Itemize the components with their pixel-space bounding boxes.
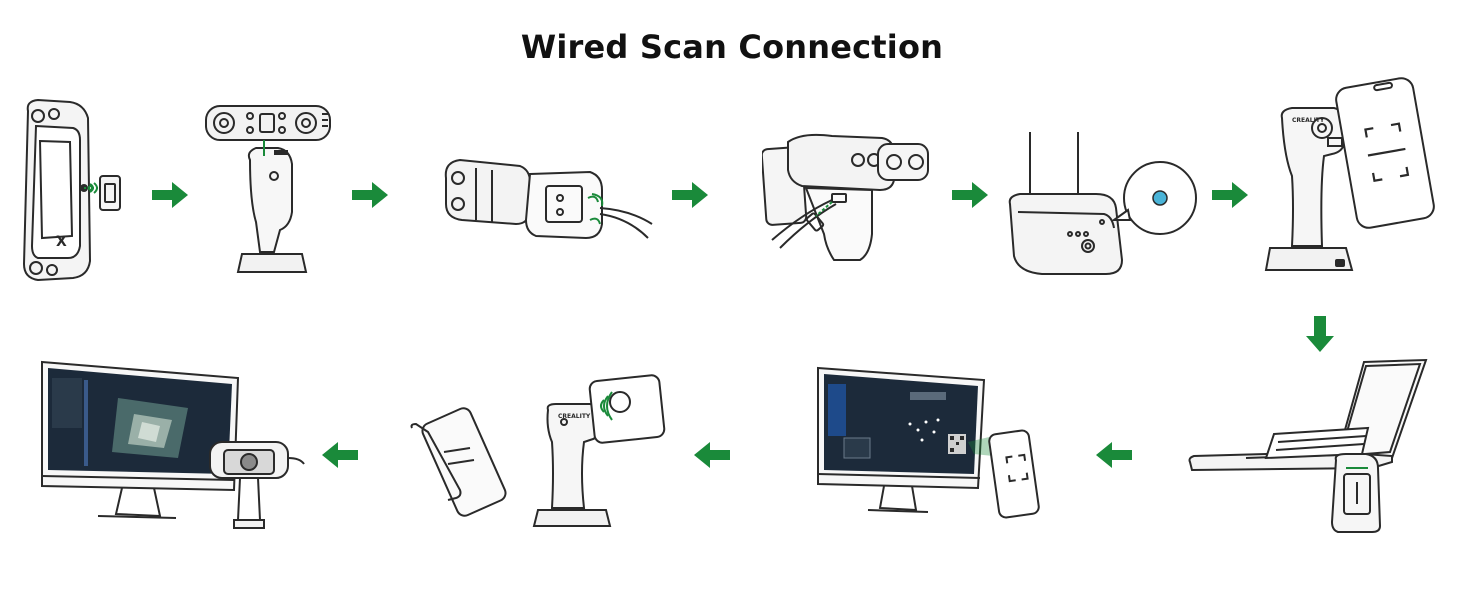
svg-text:CREALITY: CREALITY: [1292, 117, 1325, 124]
page-title: Wired Scan Connection: [520, 28, 944, 66]
scanner-phone-cable-icon: [762, 133, 929, 261]
svg-text:CREALITY: CREALITY: [558, 413, 591, 420]
scanner-on-handle-stand-icon: [205, 105, 331, 273]
scanner-side-with-mount-icon: X: [22, 98, 121, 282]
svg-text:X: X: [56, 234, 67, 250]
arrow-right-icon: [952, 182, 988, 208]
arrow-left-icon: [694, 442, 730, 468]
arrow-right-icon: [352, 182, 388, 208]
arrow-right-icon: [152, 182, 188, 208]
phone-attach-handle-icon: CREALITY: [410, 374, 666, 527]
laptop-with-handle-icon: [1188, 358, 1428, 533]
arrow-right-icon: [1212, 182, 1248, 208]
monitor-scan-result-icon: [41, 360, 305, 529]
arrow-left-icon: [1096, 442, 1132, 468]
arrow-down-icon: [1306, 316, 1334, 352]
arrow-left-icon: [322, 442, 358, 468]
arrow-right-icon: [672, 182, 708, 208]
monitor-phone-qr-icon: [817, 366, 1040, 519]
scanner-cable-plug-icon: [444, 158, 653, 240]
phone-qr-scan-handle-icon: CREALITY: [1264, 77, 1435, 271]
handle-power-button-icon: [1008, 132, 1197, 275]
